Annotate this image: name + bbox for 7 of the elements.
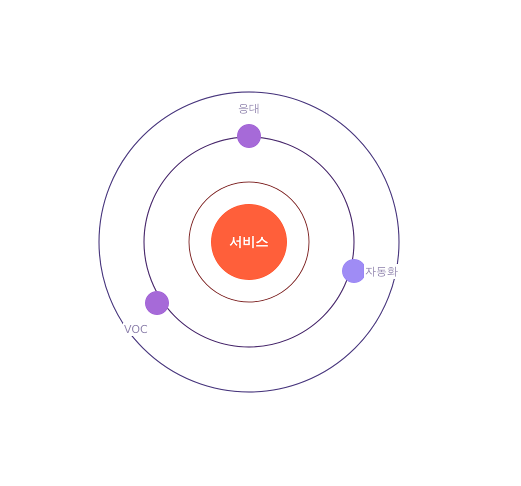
orbit-dot bbox=[237, 124, 261, 148]
orbit-dot bbox=[145, 291, 169, 315]
center-label: 서비스 bbox=[228, 234, 270, 251]
dot-label: 자동화 bbox=[364, 264, 399, 278]
dot-label: VOC bbox=[123, 322, 149, 336]
orbit-dot bbox=[342, 259, 366, 283]
dot-label: 응대 bbox=[237, 100, 261, 116]
